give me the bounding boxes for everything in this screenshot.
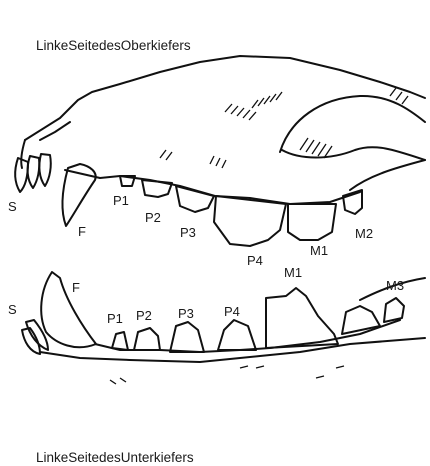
lower-incisor-2 <box>26 320 48 350</box>
snout-nostril <box>40 122 70 140</box>
lower-canine <box>41 272 96 347</box>
lower-label-m3: M3 <box>386 278 404 293</box>
snout-top <box>21 140 25 168</box>
upper-label-p3: P3 <box>180 225 196 240</box>
upper-label-f: F <box>78 224 86 239</box>
lower-incisor-1 <box>22 328 40 354</box>
lower-label-s: S <box>8 302 17 317</box>
upper-label-p4: P4 <box>247 253 263 268</box>
upper-skull-outline <box>25 56 425 140</box>
upper-molar-1 <box>288 204 336 240</box>
orbit-arc <box>280 96 425 152</box>
lower-premolar-2 <box>134 328 160 350</box>
lower-molar-1 <box>266 288 338 348</box>
lower-label-f: F <box>72 280 80 295</box>
upper-jaw-rear <box>350 160 425 190</box>
lower-label-p4: P4 <box>224 304 240 319</box>
upper-premolar-4 <box>214 196 286 246</box>
upper-label-s: S <box>8 199 17 214</box>
lower-molar-3 <box>384 298 404 322</box>
upper-premolar-2 <box>142 180 172 197</box>
upper-label-p2: P2 <box>145 210 161 225</box>
lower-premolar-1 <box>112 332 128 350</box>
zygomatic-arc <box>282 147 425 160</box>
lower-premolar-3 <box>170 322 204 352</box>
upper-label-p1: P1 <box>113 193 129 208</box>
upper-molar-2 <box>343 190 362 214</box>
lower-label-p3: P3 <box>178 306 194 321</box>
upper-incisor-3 <box>39 154 50 186</box>
lower-label-p1: P1 <box>107 311 123 326</box>
upper-incisor-2 <box>28 156 40 188</box>
lower-premolar-4 <box>218 320 256 350</box>
lower-label-m1: M1 <box>284 265 302 280</box>
upper-label-m2: M2 <box>355 226 373 241</box>
lower-label-p2: P2 <box>136 308 152 323</box>
upper-label-m1: M1 <box>310 243 328 258</box>
